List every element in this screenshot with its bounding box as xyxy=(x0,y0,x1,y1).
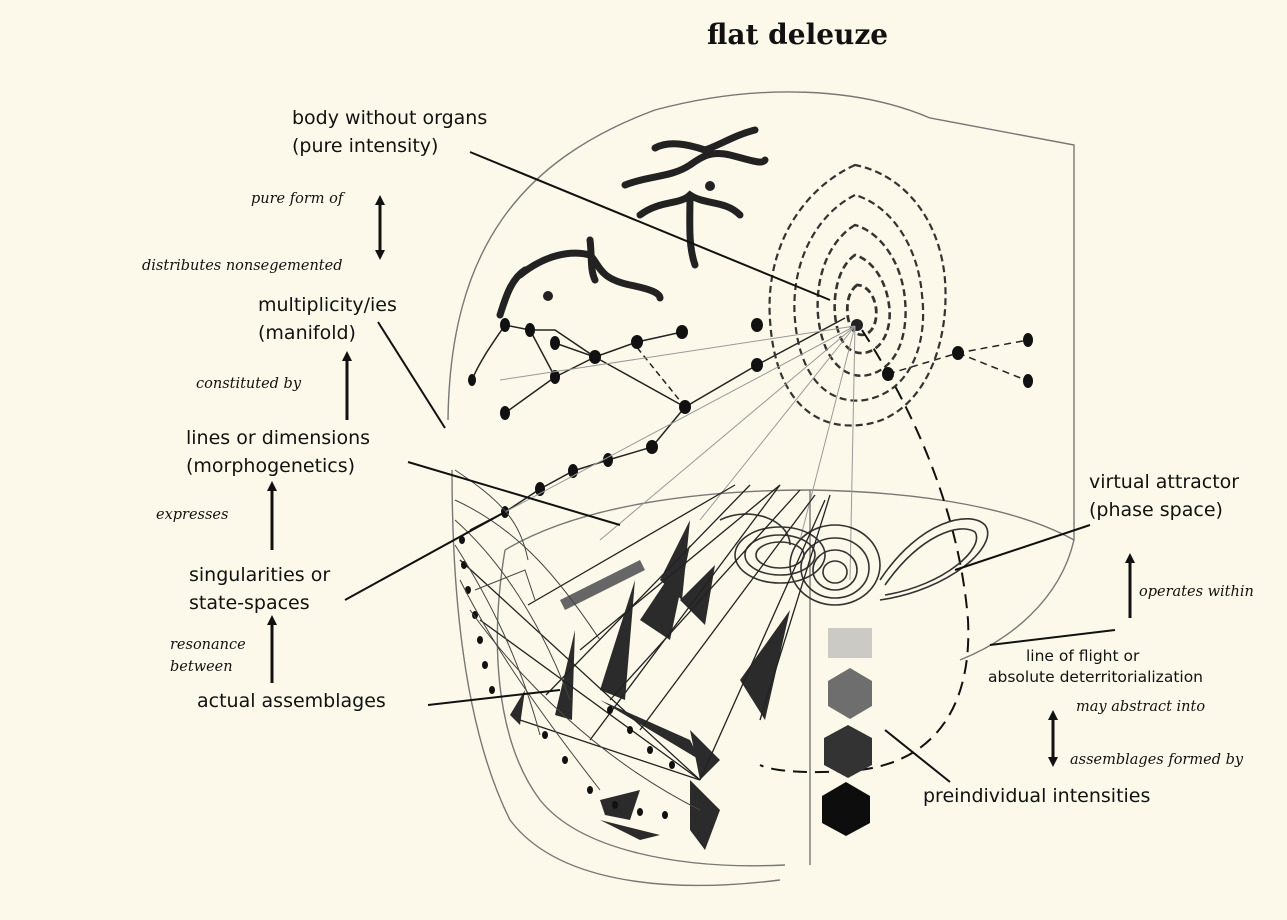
relation-may-abstract: may abstract into xyxy=(1076,699,1206,715)
relation-distributes: distributes nonsegemented xyxy=(142,258,343,274)
lorenz-attractor xyxy=(719,513,989,606)
relation-line: between xyxy=(170,659,233,675)
label-line: virtual attractor xyxy=(1089,471,1240,493)
assemblage-edges xyxy=(459,484,831,781)
pointer-lines xyxy=(344,151,1116,783)
relation-resonance: resonance between xyxy=(170,634,246,678)
manifold-network xyxy=(469,317,1029,531)
body-without-organs-glyph xyxy=(496,126,769,319)
relation-arrows xyxy=(267,195,1135,767)
label-line: singularities or xyxy=(189,564,331,586)
label-line: (pure intensity) xyxy=(292,135,439,157)
label-actual-assemblages: actual assemblages xyxy=(197,690,386,712)
relation-expresses: expresses xyxy=(156,507,229,523)
singularity-web xyxy=(454,469,701,811)
label-virtual-attractor: virtual attractor (phase space) xyxy=(1089,468,1239,524)
relation-operates-within: operates within xyxy=(1139,584,1254,600)
cylinder-outline xyxy=(447,91,1075,887)
page-title: flat deleuze xyxy=(707,18,889,51)
relation-constituted: constituted by xyxy=(196,376,302,392)
label-line: body without organs xyxy=(292,107,488,129)
network-nodes xyxy=(468,318,1033,518)
assemblage-nodes xyxy=(459,536,675,819)
label-line-of-flight: line of flight or absolute deterritorial… xyxy=(988,646,1203,688)
intensity-rays xyxy=(499,325,856,581)
label-preindividual-intensities: preindividual intensities xyxy=(923,785,1151,807)
relation-line: resonance xyxy=(170,637,246,653)
label-body-without-organs: body without organs (pure intensity) xyxy=(292,104,487,160)
label-line: state-spaces xyxy=(189,592,310,614)
line-of-flight-curve xyxy=(759,329,970,774)
label-singularities: singularities or state-spaces xyxy=(189,561,330,617)
label-line: lines or dimensions xyxy=(186,427,371,449)
assemblage-spikes xyxy=(510,520,790,850)
label-line: (manifold) xyxy=(258,322,356,344)
label-line: (phase space) xyxy=(1089,499,1223,521)
preindividual-hexagons xyxy=(822,628,872,836)
relation-pure-form: pure form of xyxy=(251,191,344,207)
label-line: line of flight or xyxy=(1026,647,1140,665)
relation-assemblages-formed-by: assemblages formed by xyxy=(1070,752,1244,768)
label-lines-dimensions: lines or dimensions (morphogenetics) xyxy=(186,424,370,480)
label-line: (morphogenetics) xyxy=(186,455,356,477)
label-line: absolute deterritorialization xyxy=(988,668,1204,686)
phase-space-contours xyxy=(768,163,947,427)
label-multiplicity: multiplicity/ies (manifold) xyxy=(258,291,397,347)
label-line: multiplicity/ies xyxy=(258,294,397,316)
